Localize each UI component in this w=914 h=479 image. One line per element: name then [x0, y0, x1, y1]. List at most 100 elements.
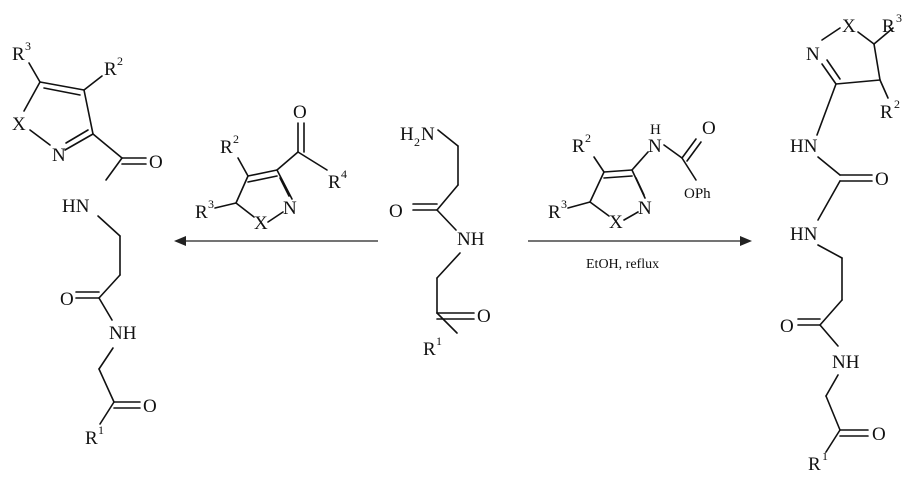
bond [97, 215, 121, 237]
bond [631, 151, 649, 171]
bond [873, 27, 894, 45]
ketone-o: O [477, 306, 491, 327]
r2: R [220, 137, 233, 158]
left-reaction-arrow [174, 236, 378, 246]
bond [817, 180, 841, 221]
bond [873, 43, 881, 81]
left-reagent: N X R 2 R 3 O R 4 [195, 102, 347, 234]
r2: R [880, 102, 893, 123]
bond [635, 177, 645, 196]
r2-sup: 2 [233, 132, 239, 146]
bond [235, 175, 249, 204]
left-product: R 3 R 2 N X O HN O NH O R [12, 39, 163, 449]
bond [297, 151, 328, 171]
ring-n: N [283, 198, 297, 219]
amide-o: O [780, 316, 794, 337]
bond [819, 299, 843, 326]
r3-sup: 3 [896, 11, 902, 25]
r1-sup: 1 [98, 423, 104, 437]
bond [825, 429, 841, 453]
bond [436, 252, 461, 279]
h2n-n: N [421, 124, 435, 145]
bond [39, 81, 85, 91]
bond [681, 138, 697, 159]
bond [821, 63, 837, 85]
bond [826, 59, 841, 80]
bond [825, 395, 841, 431]
carbamate-n: N [648, 136, 662, 157]
bond [276, 151, 299, 171]
ring-n: N [806, 44, 820, 65]
bond [28, 62, 41, 83]
bond [247, 169, 278, 177]
bond [681, 157, 697, 181]
amide2-nh: NH [109, 323, 137, 344]
carbamate-o: O [702, 118, 716, 139]
r3: R [882, 16, 895, 37]
carbonyl-o: O [389, 201, 403, 222]
right-reagent: N X R 2 R 3 H N O OPh [548, 118, 716, 233]
ketone-o: O [143, 396, 157, 417]
r3-sup: 3 [208, 197, 214, 211]
ring-n: N [638, 198, 652, 219]
bond [98, 297, 113, 321]
bond [23, 81, 41, 112]
bond [819, 324, 839, 347]
bond [567, 201, 591, 209]
bond [83, 75, 103, 91]
bond [279, 177, 290, 197]
bond [105, 157, 123, 181]
r2-sup: 2 [117, 54, 123, 68]
bond [879, 79, 889, 99]
ophenyl: OPh [684, 186, 711, 202]
urea-hn-1: HN [790, 136, 818, 157]
r3: R [195, 202, 208, 223]
right-product: X N R 3 R 2 HN O HN O NH O [780, 11, 902, 475]
ring-x: X [842, 16, 856, 37]
bond [64, 133, 94, 151]
bond [589, 201, 610, 217]
r2: R [572, 136, 585, 157]
bond [98, 368, 115, 403]
bond [623, 211, 639, 221]
bond [214, 202, 237, 209]
bond [237, 157, 249, 177]
r1: R [423, 339, 436, 360]
bond [92, 133, 123, 159]
r1-sup: 1 [436, 334, 442, 348]
ketone-o: O [872, 424, 886, 445]
amide-nh: NH [832, 352, 860, 373]
bond [436, 312, 458, 334]
ring-n: N [52, 145, 66, 166]
starting-material: H 2 N O NH O R 1 [389, 124, 491, 360]
amide-nh: NH [457, 229, 485, 250]
amide2-o: O [60, 289, 74, 310]
arrow-head [174, 236, 186, 246]
r3-sup: 3 [561, 197, 567, 211]
bond [603, 175, 633, 179]
bond [29, 129, 51, 146]
bond [593, 156, 605, 173]
acyl-o: O [293, 102, 307, 123]
amide-o: O [149, 152, 163, 173]
r4-sup: 4 [341, 167, 347, 181]
r3: R [12, 44, 25, 65]
urea-hn-2: HN [790, 224, 818, 245]
bond [43, 87, 81, 96]
bond [816, 83, 837, 136]
bond [235, 202, 255, 218]
bond [686, 141, 702, 162]
bond [817, 156, 841, 176]
r3-sup: 3 [25, 39, 31, 53]
urea-o: O [875, 169, 889, 190]
bond [267, 211, 284, 223]
bond [247, 175, 278, 183]
r4: R [328, 172, 341, 193]
r1-sup: 1 [822, 449, 828, 463]
r1: R [85, 428, 98, 449]
bond [821, 27, 841, 41]
h2n-h: H [400, 124, 414, 145]
bond [857, 31, 875, 45]
right-reaction-arrow: EtOH, reflux [528, 236, 752, 272]
